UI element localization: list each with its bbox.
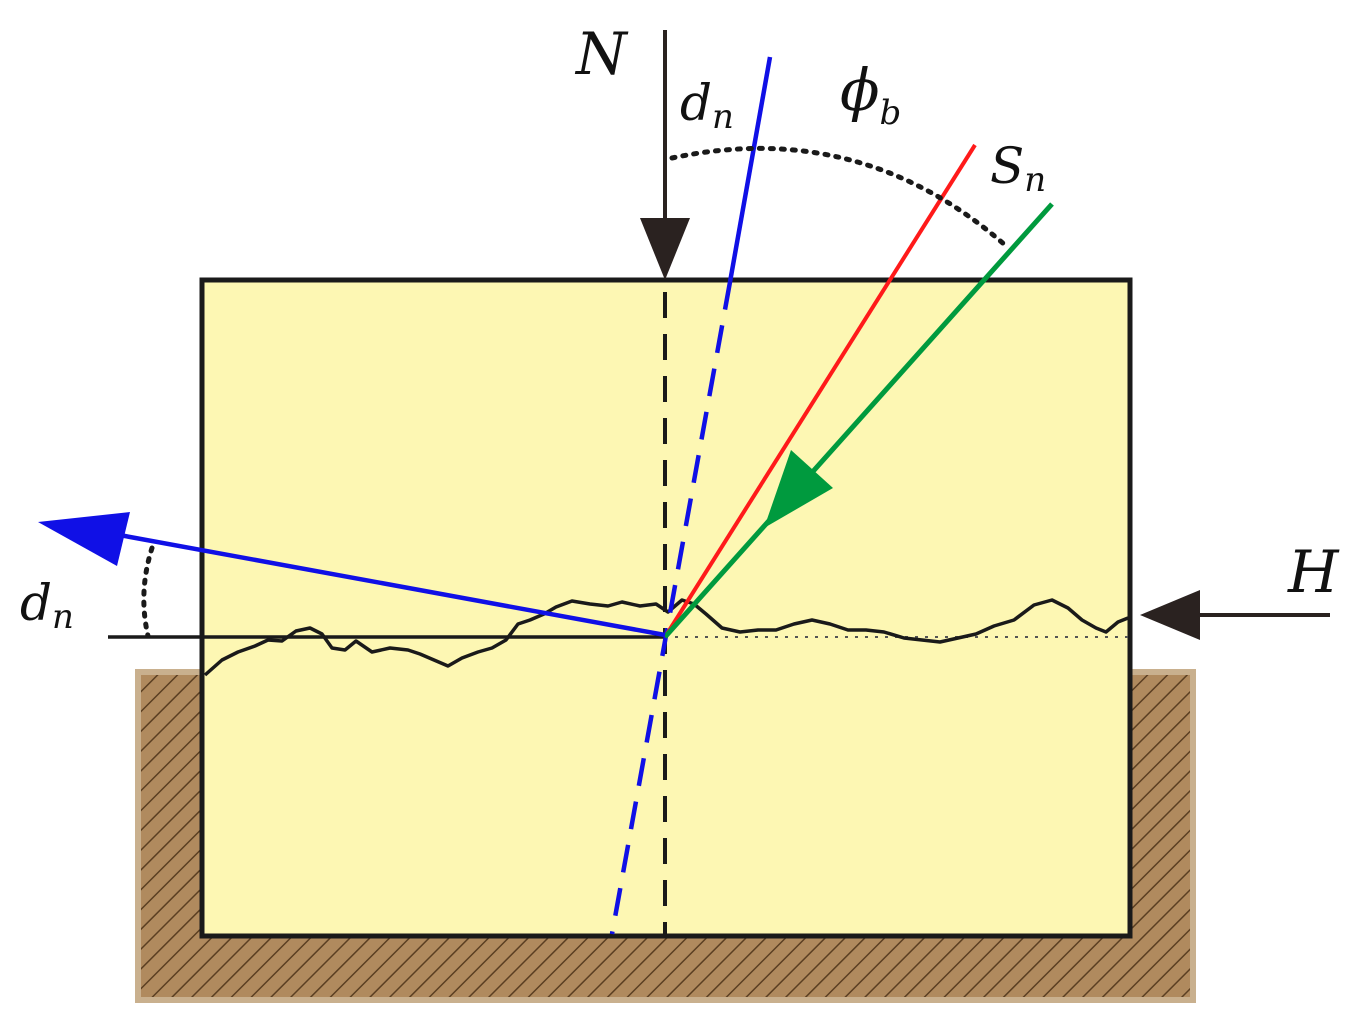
- dilation-line-solid: [727, 56, 773, 283]
- dilation-angle-top-subscript: n: [712, 97, 734, 137]
- shear-strength-subscript: n: [1024, 160, 1046, 200]
- resultant-force-arrowhead: [764, 450, 833, 528]
- dilation-angle-left-label: dn: [20, 574, 74, 637]
- friction-angle-arc: [669, 145, 1008, 248]
- shear-strength-label: Sn: [990, 137, 1046, 200]
- horizontal-force-label: H: [1287, 538, 1340, 606]
- normal-force-label: N: [574, 20, 629, 88]
- basic-friction-angle-subscript: b: [880, 93, 902, 133]
- horizontal-force-arrowhead: [1140, 590, 1200, 640]
- dilation-angle-left-symbol: d: [20, 574, 52, 632]
- normal-force-arrowhead: [640, 218, 690, 280]
- resultant-force-line: [663, 202, 1054, 639]
- basic-friction-angle-symbol: ϕ: [840, 56, 880, 124]
- dilation-angle-top-symbol: d: [680, 74, 712, 132]
- dilation-angle-left-subscript: n: [52, 597, 74, 637]
- dilation-angle-arc: [141, 545, 155, 639]
- basic-friction-angle-label: ϕb: [840, 56, 901, 133]
- dilation-line-dashed: [609, 281, 733, 935]
- shear-strength-symbol: S: [990, 137, 1024, 195]
- dilation-vector-line: [91, 527, 666, 638]
- dilation-angle-top-label: dn: [680, 74, 734, 137]
- rough-joint-surface: [203, 598, 1129, 677]
- dilation-vector-arrowhead: [38, 512, 130, 566]
- shear-strength-line: [663, 143, 977, 639]
